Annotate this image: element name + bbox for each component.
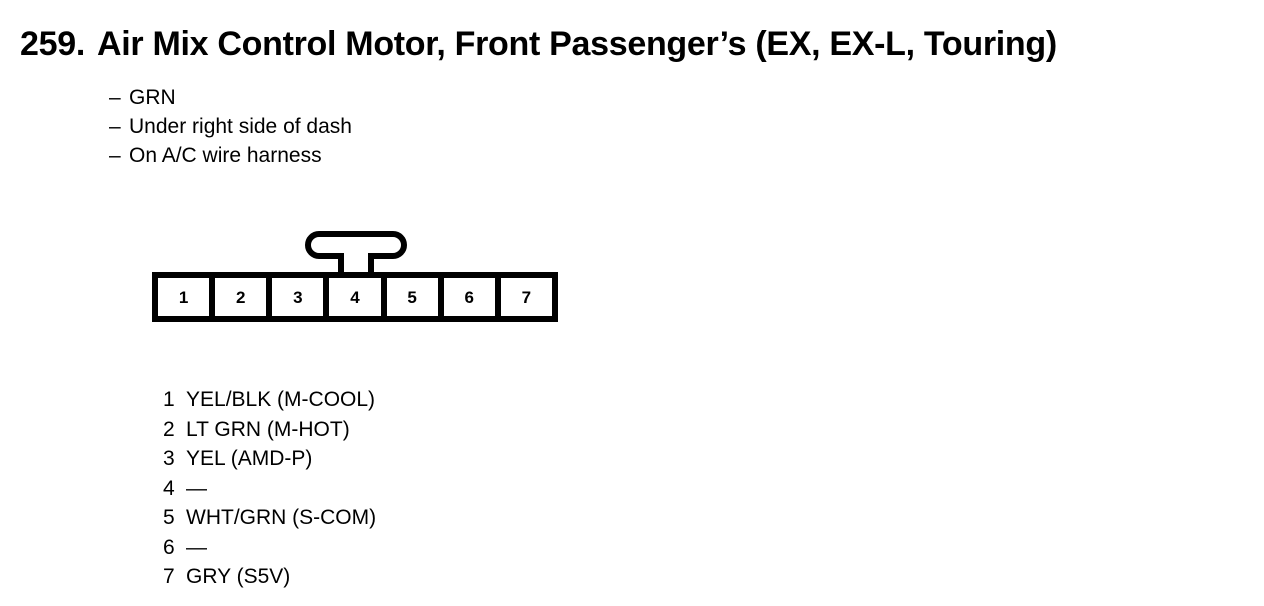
pin-number: 4 bbox=[163, 476, 175, 500]
pin-description: YEL/BLK (M-COOL) bbox=[186, 388, 376, 411]
note-text: Under right side of dash bbox=[129, 115, 352, 138]
note-item: –Under right side of dash bbox=[109, 112, 352, 141]
pin-legend-row: 2 LT GRN (M-HOT) bbox=[163, 415, 376, 445]
pin-description: WHT/GRN (S-COM) bbox=[186, 506, 377, 529]
connector-cavity: 1 bbox=[158, 278, 216, 316]
pin-legend-row: 1 YEL/BLK (M-COOL) bbox=[163, 385, 376, 415]
pin-legend: 1 YEL/BLK (M-COOL) 2 LT GRN (M-HOT) 3 YEL (… bbox=[163, 385, 376, 592]
pin-number: 7 bbox=[163, 565, 175, 588]
note-text: GRN bbox=[129, 86, 176, 109]
page-title: 259. Air Mix Control Motor, Front Passeng… bbox=[20, 27, 1057, 61]
pin-description: GRY (S5V) bbox=[186, 565, 291, 588]
pin-legend-row: 5 WHT/GRN (S-COM) bbox=[163, 503, 376, 533]
note-dash-icon: – bbox=[109, 86, 121, 109]
pin-number: 3 bbox=[163, 447, 175, 470]
connector-cavity: 5 bbox=[386, 278, 444, 316]
pin-legend-row: 7 GRY (S5V) bbox=[163, 562, 376, 592]
pin-legend-row: 4— bbox=[163, 474, 376, 504]
pin-number: 5 bbox=[163, 506, 175, 529]
pin-description: — bbox=[186, 476, 207, 500]
note-item: –GRN bbox=[109, 83, 352, 112]
connector-cavity: 6 bbox=[443, 278, 501, 316]
connector-diagram: 1 2 3 4 5 6 7 bbox=[152, 231, 558, 323]
connector-cavity: 2 bbox=[215, 278, 273, 316]
pin-legend-row: 6— bbox=[163, 533, 376, 563]
note-item: –On A/C wire harness bbox=[109, 141, 352, 170]
pin-description: — bbox=[186, 535, 207, 559]
item-number: 259. bbox=[20, 25, 85, 63]
connector-latch-neck-icon bbox=[338, 253, 374, 276]
connector-cavity: 3 bbox=[272, 278, 330, 316]
pin-number: 1 bbox=[163, 388, 175, 411]
pin-description: YEL (AMD-P) bbox=[186, 447, 313, 470]
note-dash-icon: – bbox=[109, 115, 121, 138]
pin-number: 2 bbox=[163, 417, 175, 441]
note-dash-icon: – bbox=[109, 144, 121, 167]
connector-shell: 1 2 3 4 5 6 7 bbox=[152, 272, 558, 322]
pin-description: LT GRN (M-HOT) bbox=[186, 417, 350, 441]
pin-legend-row: 3 YEL (AMD-P) bbox=[163, 444, 376, 474]
page-title-text: Air Mix Control Motor, Front Passenger’s… bbox=[96, 25, 1057, 63]
connector-cavity: 7 bbox=[500, 278, 552, 316]
notes-list: –GRN –Under right side of dash –On A/C w… bbox=[109, 83, 352, 170]
pin-number: 6 bbox=[163, 535, 175, 559]
note-text: On A/C wire harness bbox=[129, 144, 322, 167]
connector-cavity: 4 bbox=[329, 278, 387, 316]
